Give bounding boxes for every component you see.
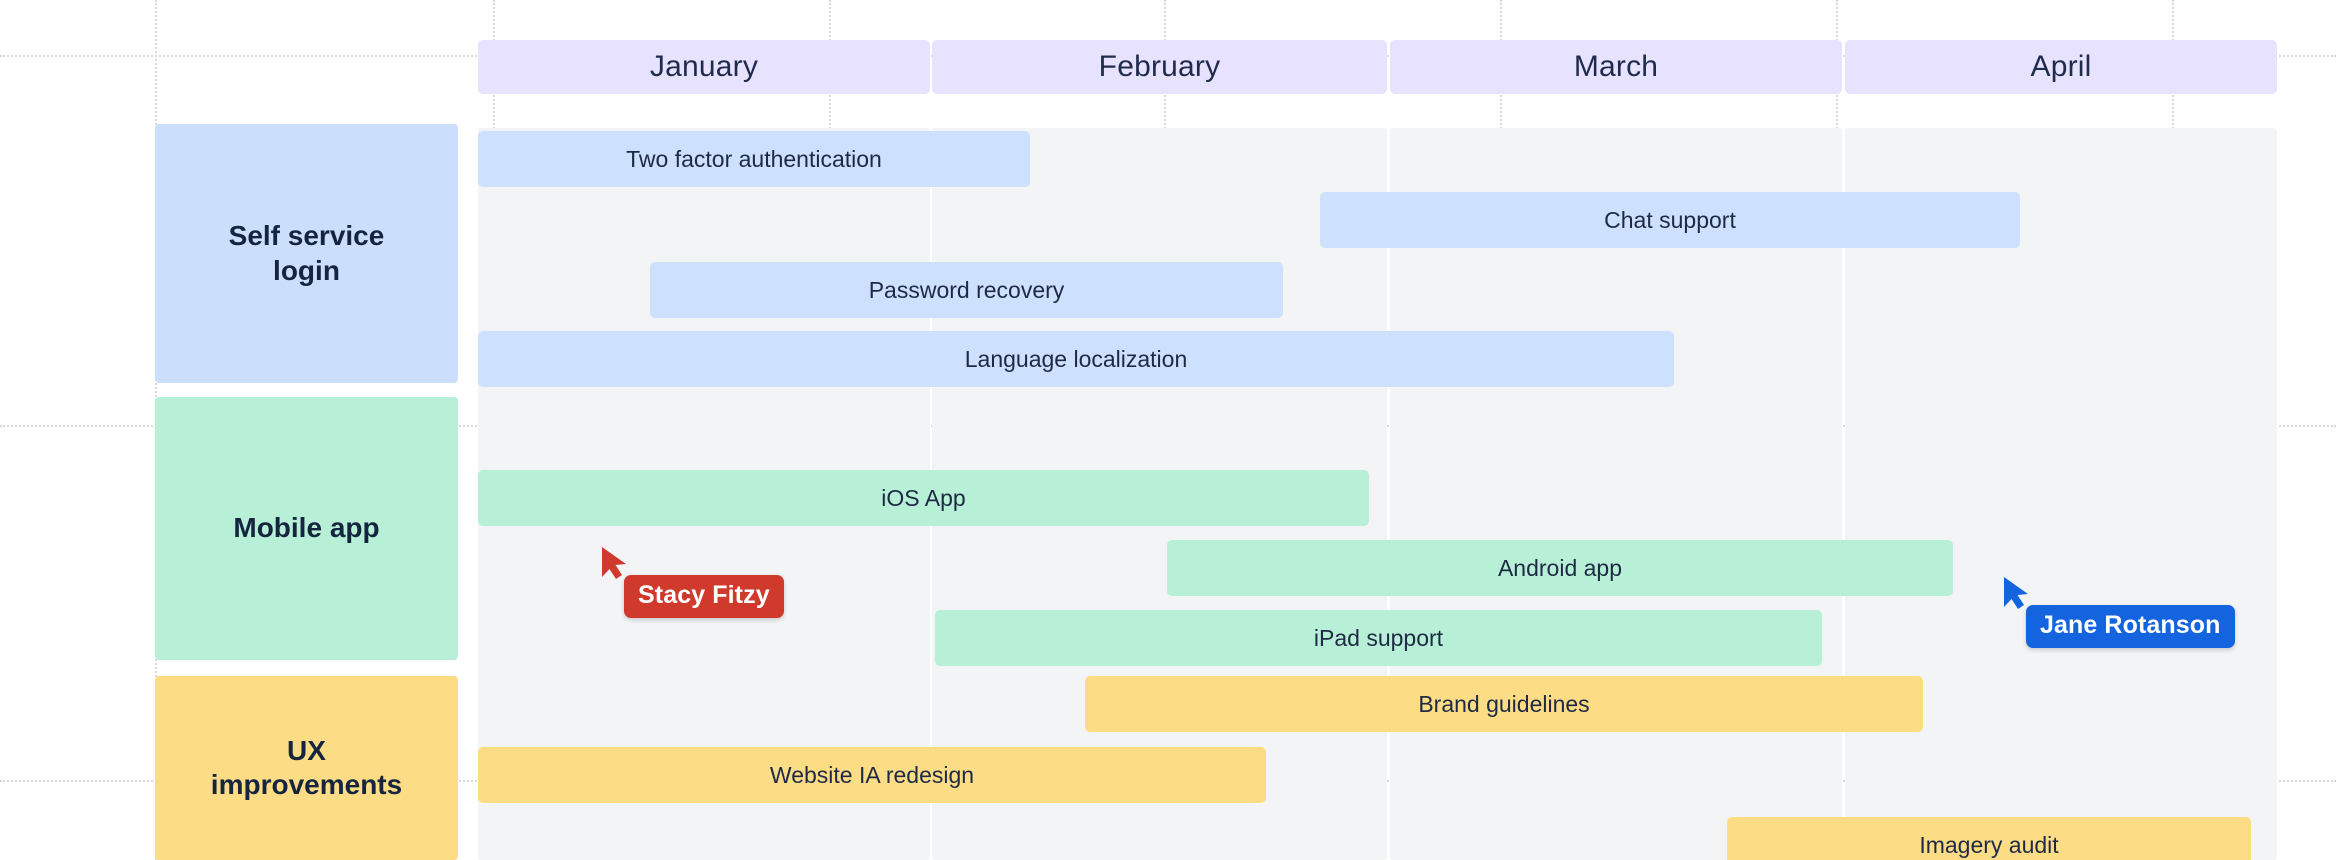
month-header-label: April bbox=[2030, 50, 2092, 83]
task-bar-password-recovery[interactable]: Password recovery bbox=[650, 262, 1283, 318]
cursor-pointer-icon bbox=[602, 547, 626, 579]
month-header-march[interactable]: March bbox=[1390, 40, 1842, 94]
task-bar-label: iPad support bbox=[1313, 624, 1444, 651]
task-bar-android-app[interactable]: Android app bbox=[1167, 540, 1953, 596]
task-bar-language-localization[interactable]: Language localization bbox=[478, 331, 1674, 387]
task-bar-label: Chat support bbox=[1604, 206, 1736, 233]
cursor-name-chip: Jane Rotanson bbox=[2026, 605, 2235, 648]
group-card-mobile-app[interactable]: Mobile app bbox=[155, 397, 458, 660]
task-bar-label: Language localization bbox=[964, 345, 1188, 372]
month-header-label: March bbox=[1573, 50, 1659, 83]
task-bar-label: Android app bbox=[1497, 554, 1623, 581]
month-header-label: February bbox=[1098, 50, 1221, 83]
month-header-april[interactable]: April bbox=[1845, 40, 2277, 94]
cursor-pointer-icon bbox=[2004, 577, 2028, 609]
task-bar-brand-guidelines[interactable]: Brand guidelines bbox=[1085, 676, 1923, 732]
month-band-march bbox=[1390, 128, 1842, 860]
cursor-name-chip: Stacy Fitzy bbox=[624, 575, 784, 618]
task-bar-label: Password recovery bbox=[868, 276, 1065, 303]
task-bar-label: iOS App bbox=[881, 484, 966, 511]
task-bar-label: Website IA redesign bbox=[769, 761, 975, 788]
task-bar-website-ia-redesign[interactable]: Website IA redesign bbox=[478, 747, 1266, 803]
task-bar-two-factor-authentication[interactable]: Two factor authentication bbox=[478, 131, 1030, 187]
task-bar-imagery-audit[interactable]: Imagery audit bbox=[1727, 817, 2251, 860]
task-bar-ipad-support[interactable]: iPad support bbox=[935, 610, 1822, 666]
task-bar-label: Two factor authentication bbox=[626, 145, 882, 172]
task-bar-chat-support[interactable]: Chat support bbox=[1320, 192, 2020, 248]
task-bar-ios-app[interactable]: iOS App bbox=[478, 470, 1369, 526]
group-label: Mobile app bbox=[233, 512, 380, 544]
task-bar-label: Brand guidelines bbox=[1418, 690, 1590, 717]
month-header-february[interactable]: February bbox=[932, 40, 1387, 94]
month-header-january[interactable]: January bbox=[478, 40, 930, 94]
month-band-april bbox=[1845, 128, 2277, 860]
month-header-label: January bbox=[649, 50, 759, 83]
task-bar-label: Imagery audit bbox=[1919, 831, 2059, 858]
